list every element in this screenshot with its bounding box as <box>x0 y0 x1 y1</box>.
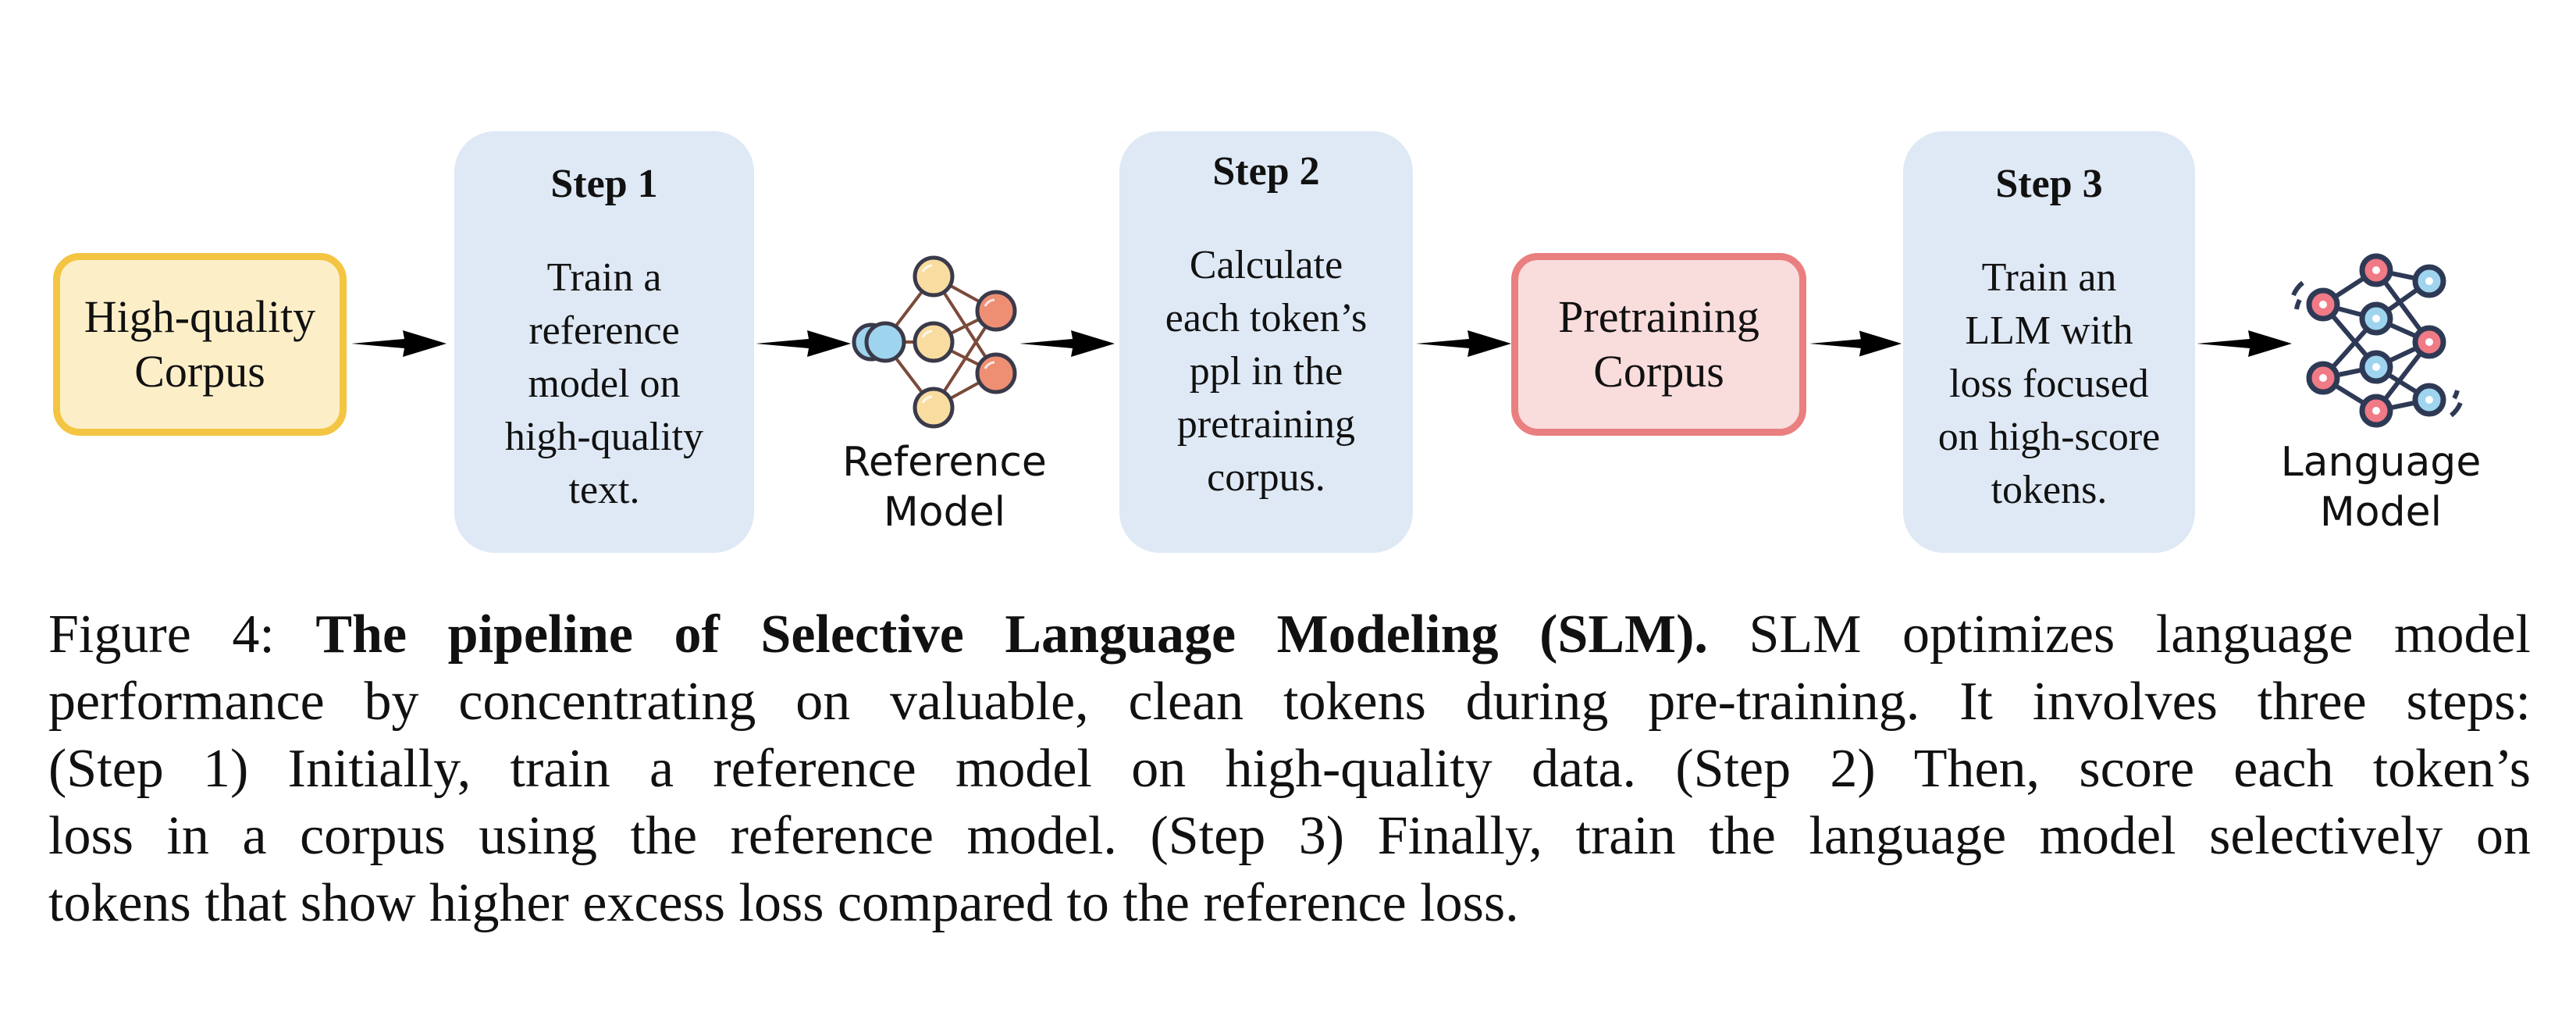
step3-line: Train an <box>1981 255 2117 300</box>
pretraining-corpus-line2: Corpus <box>1593 346 1724 397</box>
caption-line-5: tokens that show higher excess loss comp… <box>48 873 1519 933</box>
pretraining-corpus-box: Pretraining Corpus <box>1511 253 1806 436</box>
step3-box: Step 3 Train an LLM with loss focused on… <box>1903 131 2195 553</box>
arrow-right-icon <box>351 330 447 357</box>
arrow-right-icon <box>756 330 851 357</box>
caption-line-1: Figure 4: The pipeline of Selective Lang… <box>48 601 2531 668</box>
caption-line-4: loss in a corpus using the reference mod… <box>48 806 2531 866</box>
step2-line: corpus. <box>1207 455 1325 500</box>
step1-title: Step 1 <box>550 162 658 206</box>
step2-box: Step 2 Calculate each token’s ppl in the… <box>1119 131 1413 553</box>
language-model-neural-network-icon <box>2291 253 2463 428</box>
step2-line: Calculate <box>1189 243 1343 287</box>
step2-line: each token’s <box>1165 296 1368 340</box>
caption-line-1-rest: SLM optimizes language model <box>1707 604 2532 665</box>
slm-pipeline-diagram: High-quality Corpus Step 1 Train a refer… <box>53 131 2482 553</box>
reference-model-label: Reference Model <box>842 439 1047 536</box>
arrow-right-icon <box>1019 330 1115 357</box>
step1-line: model on <box>528 362 681 406</box>
high-quality-corpus-box: High-quality Corpus <box>53 253 347 436</box>
caption-line-2: performance by concentrating on valuable… <box>48 672 2531 732</box>
step2-line: ppl in the <box>1189 349 1343 394</box>
arrow-right-icon <box>1809 330 1902 357</box>
step3-line: loss focused <box>1949 362 2149 406</box>
step2-line: pretraining <box>1176 402 1356 447</box>
high-quality-corpus-line2: Corpus <box>134 346 265 397</box>
step3-line: tokens. <box>1991 468 2108 512</box>
figure-caption: Figure 4: The pipeline of Selective Lang… <box>48 601 2531 937</box>
step3-line: LLM with <box>1965 308 2133 353</box>
step3-title: Step 3 <box>1995 162 2103 206</box>
reference-model-neural-network-icon <box>852 255 1017 429</box>
arrow-right-icon <box>2197 330 2292 357</box>
language-model-label: Language Model <box>2280 439 2482 536</box>
step3-line: on high-score <box>1937 415 2161 459</box>
step1-line: high-quality <box>504 415 704 459</box>
caption-line-3: (Step 1) Initially, train a reference mo… <box>48 739 2531 799</box>
pretraining-corpus-line1: Pretraining <box>1558 291 1759 342</box>
step1-line: text. <box>568 468 640 512</box>
high-quality-corpus-line1: High-quality <box>84 291 316 342</box>
step2-title: Step 2 <box>1212 149 1320 194</box>
step1-line: reference <box>528 308 680 353</box>
caption-title: The pipeline of Selective Language Model… <box>315 604 1708 665</box>
arrow-right-icon <box>1416 330 1511 357</box>
step1-box: Step 1 Train a reference model on high-q… <box>454 131 754 553</box>
caption-prefix: Figure 4: <box>48 604 316 665</box>
step1-line: Train a <box>546 255 662 300</box>
